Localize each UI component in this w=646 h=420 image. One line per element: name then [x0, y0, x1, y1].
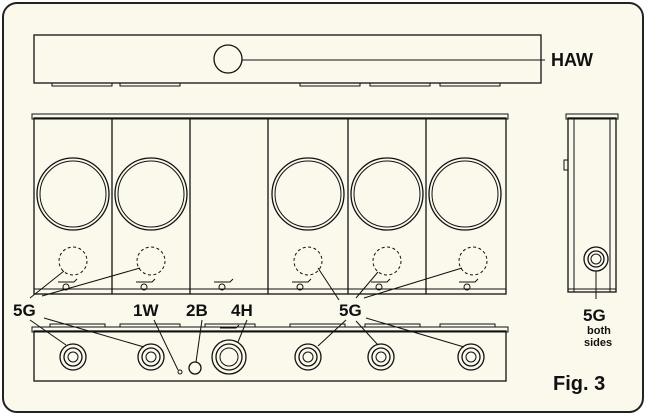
figure-caption: Fig. 3 [553, 373, 605, 395]
middle-panels [31, 113, 509, 295]
label-1w: 1W [133, 301, 159, 320]
label-5g-left: 5G [13, 301, 36, 320]
label-haw: HAW [551, 50, 593, 70]
leaders-5g-left [29, 267, 145, 348]
label-4h: 4H [231, 301, 253, 320]
side-view-component [563, 113, 619, 293]
label-5g-side: 5G [583, 306, 606, 325]
leader-1w [153, 319, 179, 371]
label-5g-mid: 5G [339, 301, 362, 320]
leader-4h [237, 319, 248, 343]
label-sides: sides [584, 337, 612, 349]
knockout-haw [213, 44, 243, 74]
leader-2b [195, 319, 203, 363]
leaders-5g-mid [317, 267, 465, 348]
bottom-component [31, 323, 509, 382]
label-both: both [587, 325, 611, 337]
label-2b: 2B [186, 301, 208, 320]
top-component-haw [33, 34, 542, 87]
